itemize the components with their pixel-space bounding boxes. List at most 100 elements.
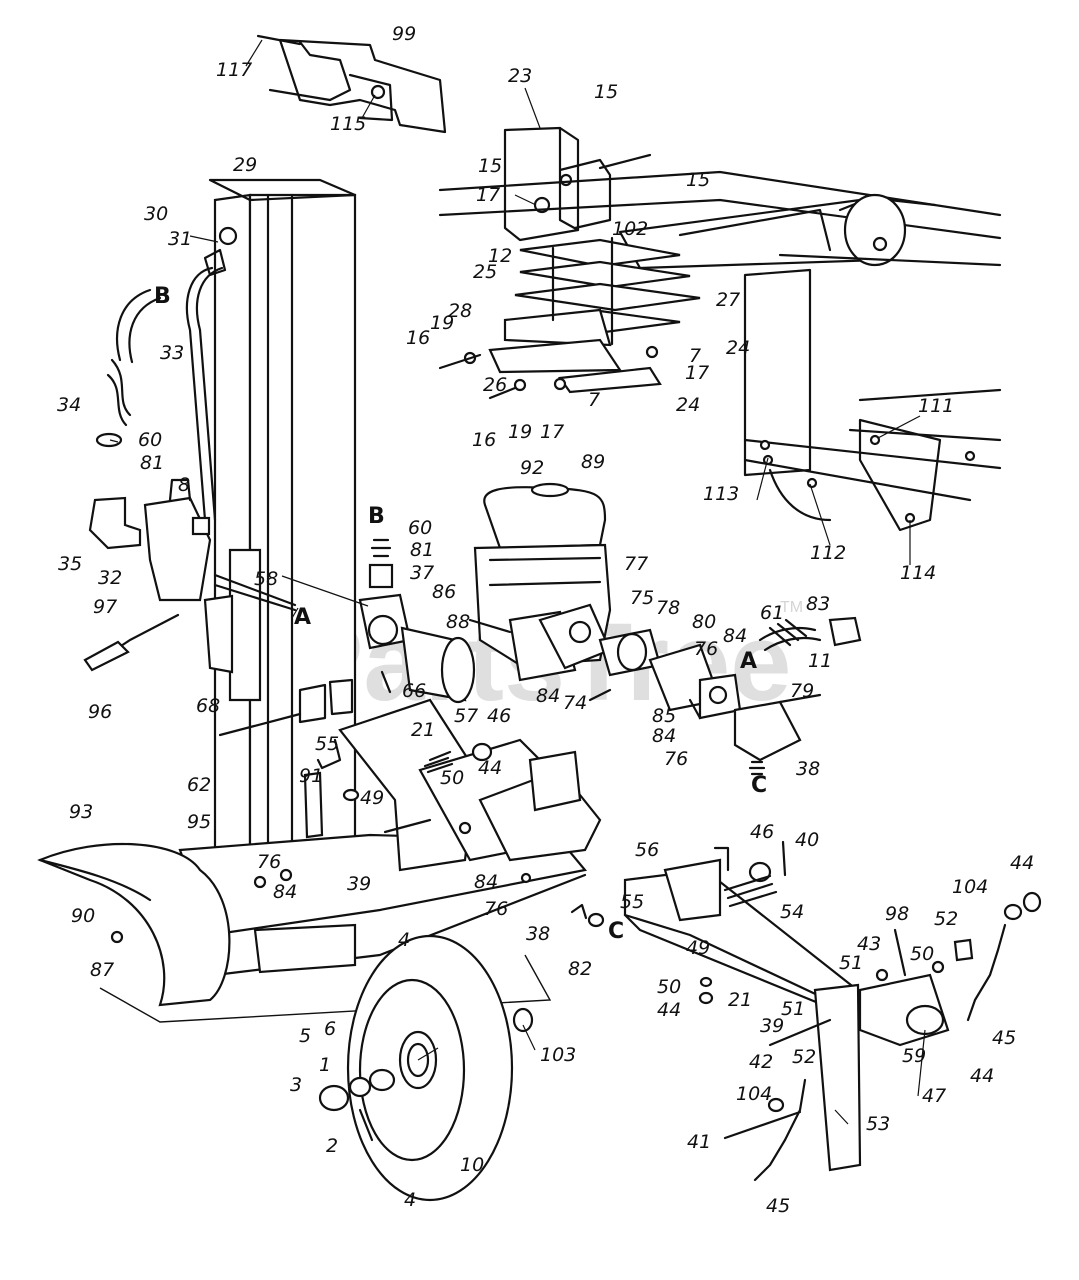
- callout-102: 102: [612, 218, 648, 240]
- pump-coupling: [588, 616, 862, 776]
- callout-27: 27: [716, 289, 740, 311]
- callout-81b: 81: [410, 539, 434, 561]
- callout-17a: 17: [476, 184, 500, 206]
- callout-50b: 50: [910, 943, 934, 965]
- callout-117: 117: [216, 59, 252, 81]
- callout-56: 56: [635, 839, 659, 861]
- callout-A1: A: [294, 605, 311, 630]
- callout-26: 26: [483, 374, 507, 396]
- callout-31: 31: [168, 228, 192, 250]
- callout-84e: 84: [474, 871, 498, 893]
- callout-88: 88: [446, 611, 470, 633]
- callout-112: 112: [810, 542, 846, 564]
- callout-111: 111: [918, 395, 954, 417]
- engine: [468, 482, 612, 682]
- callout-15a: 15: [594, 81, 618, 103]
- callout-62: 62: [187, 774, 211, 796]
- callout-97: 97: [93, 596, 117, 618]
- callout-60a: 60: [138, 429, 162, 451]
- callout-95: 95: [187, 811, 211, 833]
- callout-30: 30: [144, 203, 168, 225]
- callout-81a: 81: [140, 452, 164, 474]
- callout-76b: 76: [664, 748, 688, 770]
- callout-35: 35: [58, 553, 82, 575]
- callout-39b: 39: [760, 1015, 784, 1037]
- callout-A2: A: [740, 649, 757, 674]
- callout-53: 53: [866, 1113, 890, 1135]
- watermark-tm: TM: [780, 599, 803, 616]
- callout-B2: B: [368, 504, 385, 529]
- callout-114: 114: [900, 562, 936, 584]
- leader-lines: [109, 39, 926, 1125]
- callout-32: 32: [98, 567, 122, 589]
- callout-41: 41: [687, 1131, 711, 1153]
- callout-50a: 50: [440, 767, 464, 789]
- callout-29: 29: [233, 154, 257, 176]
- callout-49a: 49: [360, 787, 384, 809]
- callout-76a: 76: [694, 638, 718, 660]
- callout-21b: 21: [728, 989, 752, 1011]
- callout-24b: 24: [676, 394, 700, 416]
- callout-51b: 51: [781, 998, 805, 1020]
- callout-68: 68: [196, 695, 220, 717]
- callout-24a: 24: [726, 337, 750, 359]
- callout-99: 99: [392, 23, 416, 45]
- callout-4a: 4: [398, 929, 410, 951]
- callout-52b: 52: [792, 1046, 816, 1068]
- valve-assembly: [83, 288, 297, 672]
- callout-11: 11: [808, 650, 832, 672]
- callout-52a: 52: [934, 908, 958, 930]
- callout-103: 103: [540, 1044, 576, 1066]
- callout-89: 89: [581, 451, 605, 473]
- callout-85: 85: [652, 705, 676, 727]
- callout-60b: 60: [408, 517, 432, 539]
- callout-84c: 84: [652, 725, 676, 747]
- callout-25: 25: [473, 261, 497, 283]
- callout-47: 47: [922, 1085, 946, 1107]
- callout-21a: 21: [411, 719, 435, 741]
- callout-19b: 19: [508, 421, 532, 443]
- callout-8: 8: [178, 474, 190, 496]
- callout-82: 82: [568, 958, 592, 980]
- callout-93: 93: [69, 801, 93, 823]
- callout-79: 79: [790, 680, 814, 702]
- callout-77: 77: [624, 553, 648, 575]
- callout-B1: B: [154, 284, 171, 309]
- callout-3: 3: [290, 1074, 302, 1096]
- callout-10: 10: [460, 1154, 484, 1176]
- callout-115: 115: [330, 113, 366, 135]
- callout-90: 90: [71, 905, 95, 927]
- callout-87: 87: [90, 959, 114, 981]
- cradle-assembly: [218, 678, 602, 884]
- callout-38a: 38: [796, 758, 820, 780]
- callout-96: 96: [88, 701, 112, 723]
- callout-2: 2: [326, 1135, 338, 1157]
- base-frame: [37, 833, 588, 1023]
- filter-assembly: [358, 538, 476, 704]
- callout-42: 42: [749, 1051, 773, 1073]
- callout-17c: 17: [540, 421, 564, 443]
- callout-34: 34: [57, 394, 81, 416]
- callout-74: 74: [563, 692, 587, 714]
- callout-92: 92: [520, 457, 544, 479]
- callout-19a: 19: [430, 312, 454, 334]
- callout-1: 1: [319, 1054, 331, 1076]
- callout-39a: 39: [347, 873, 371, 895]
- callout-labels: 117 99 115 23 15 15 15 17 102 12 25 27 2…: [57, 23, 1034, 1217]
- upright-column: [185, 178, 357, 907]
- callout-5: 5: [299, 1025, 311, 1047]
- callout-59: 59: [902, 1045, 926, 1067]
- callout-C1: C: [751, 773, 767, 798]
- callout-38b: 38: [526, 923, 550, 945]
- callout-45a: 45: [992, 1027, 1016, 1049]
- callout-33: 33: [160, 342, 184, 364]
- beam-assembly: [438, 126, 1002, 400]
- callout-46b: 46: [750, 821, 774, 843]
- callout-98: 98: [885, 903, 909, 925]
- callout-66: 66: [402, 680, 426, 702]
- callout-15b: 15: [478, 155, 502, 177]
- callout-55a: 55: [315, 733, 339, 755]
- callout-44a: 44: [478, 757, 502, 779]
- callout-7a: 7: [689, 345, 701, 367]
